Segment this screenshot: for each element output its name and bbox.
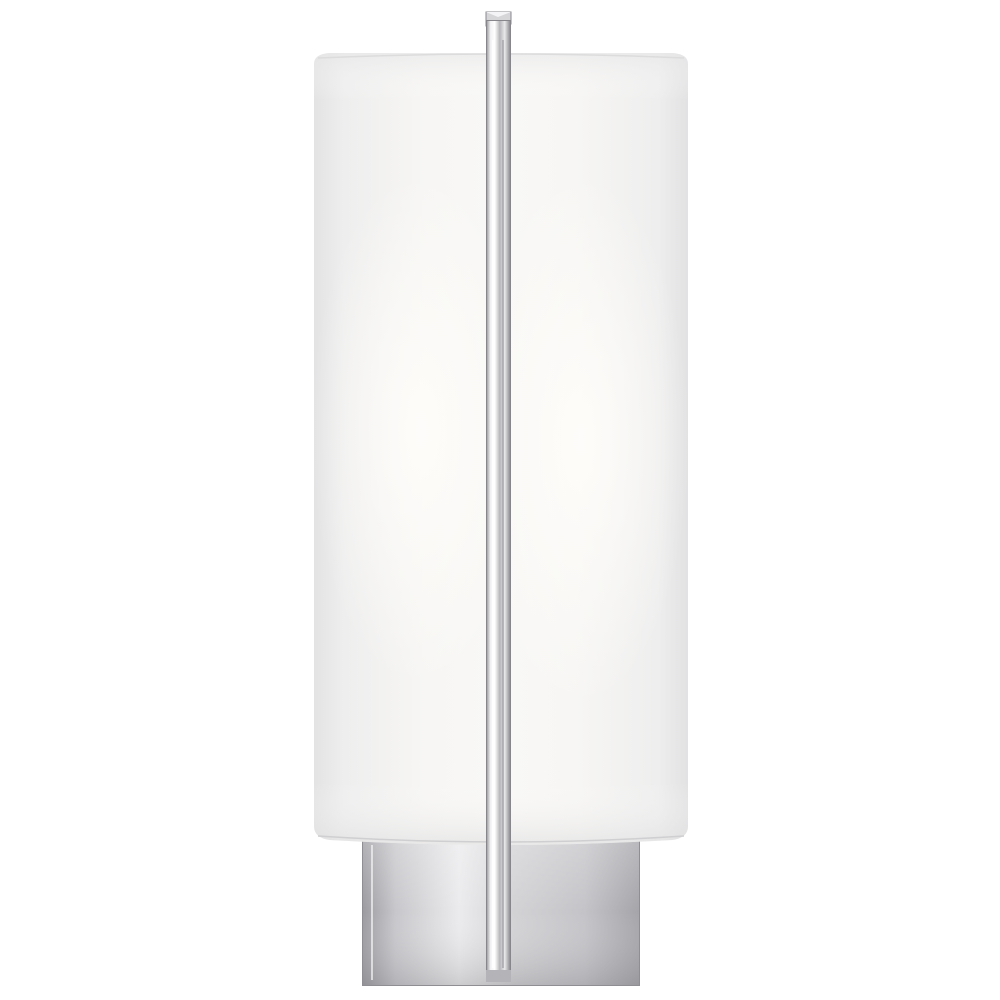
chrome-bar	[485, 11, 512, 982]
